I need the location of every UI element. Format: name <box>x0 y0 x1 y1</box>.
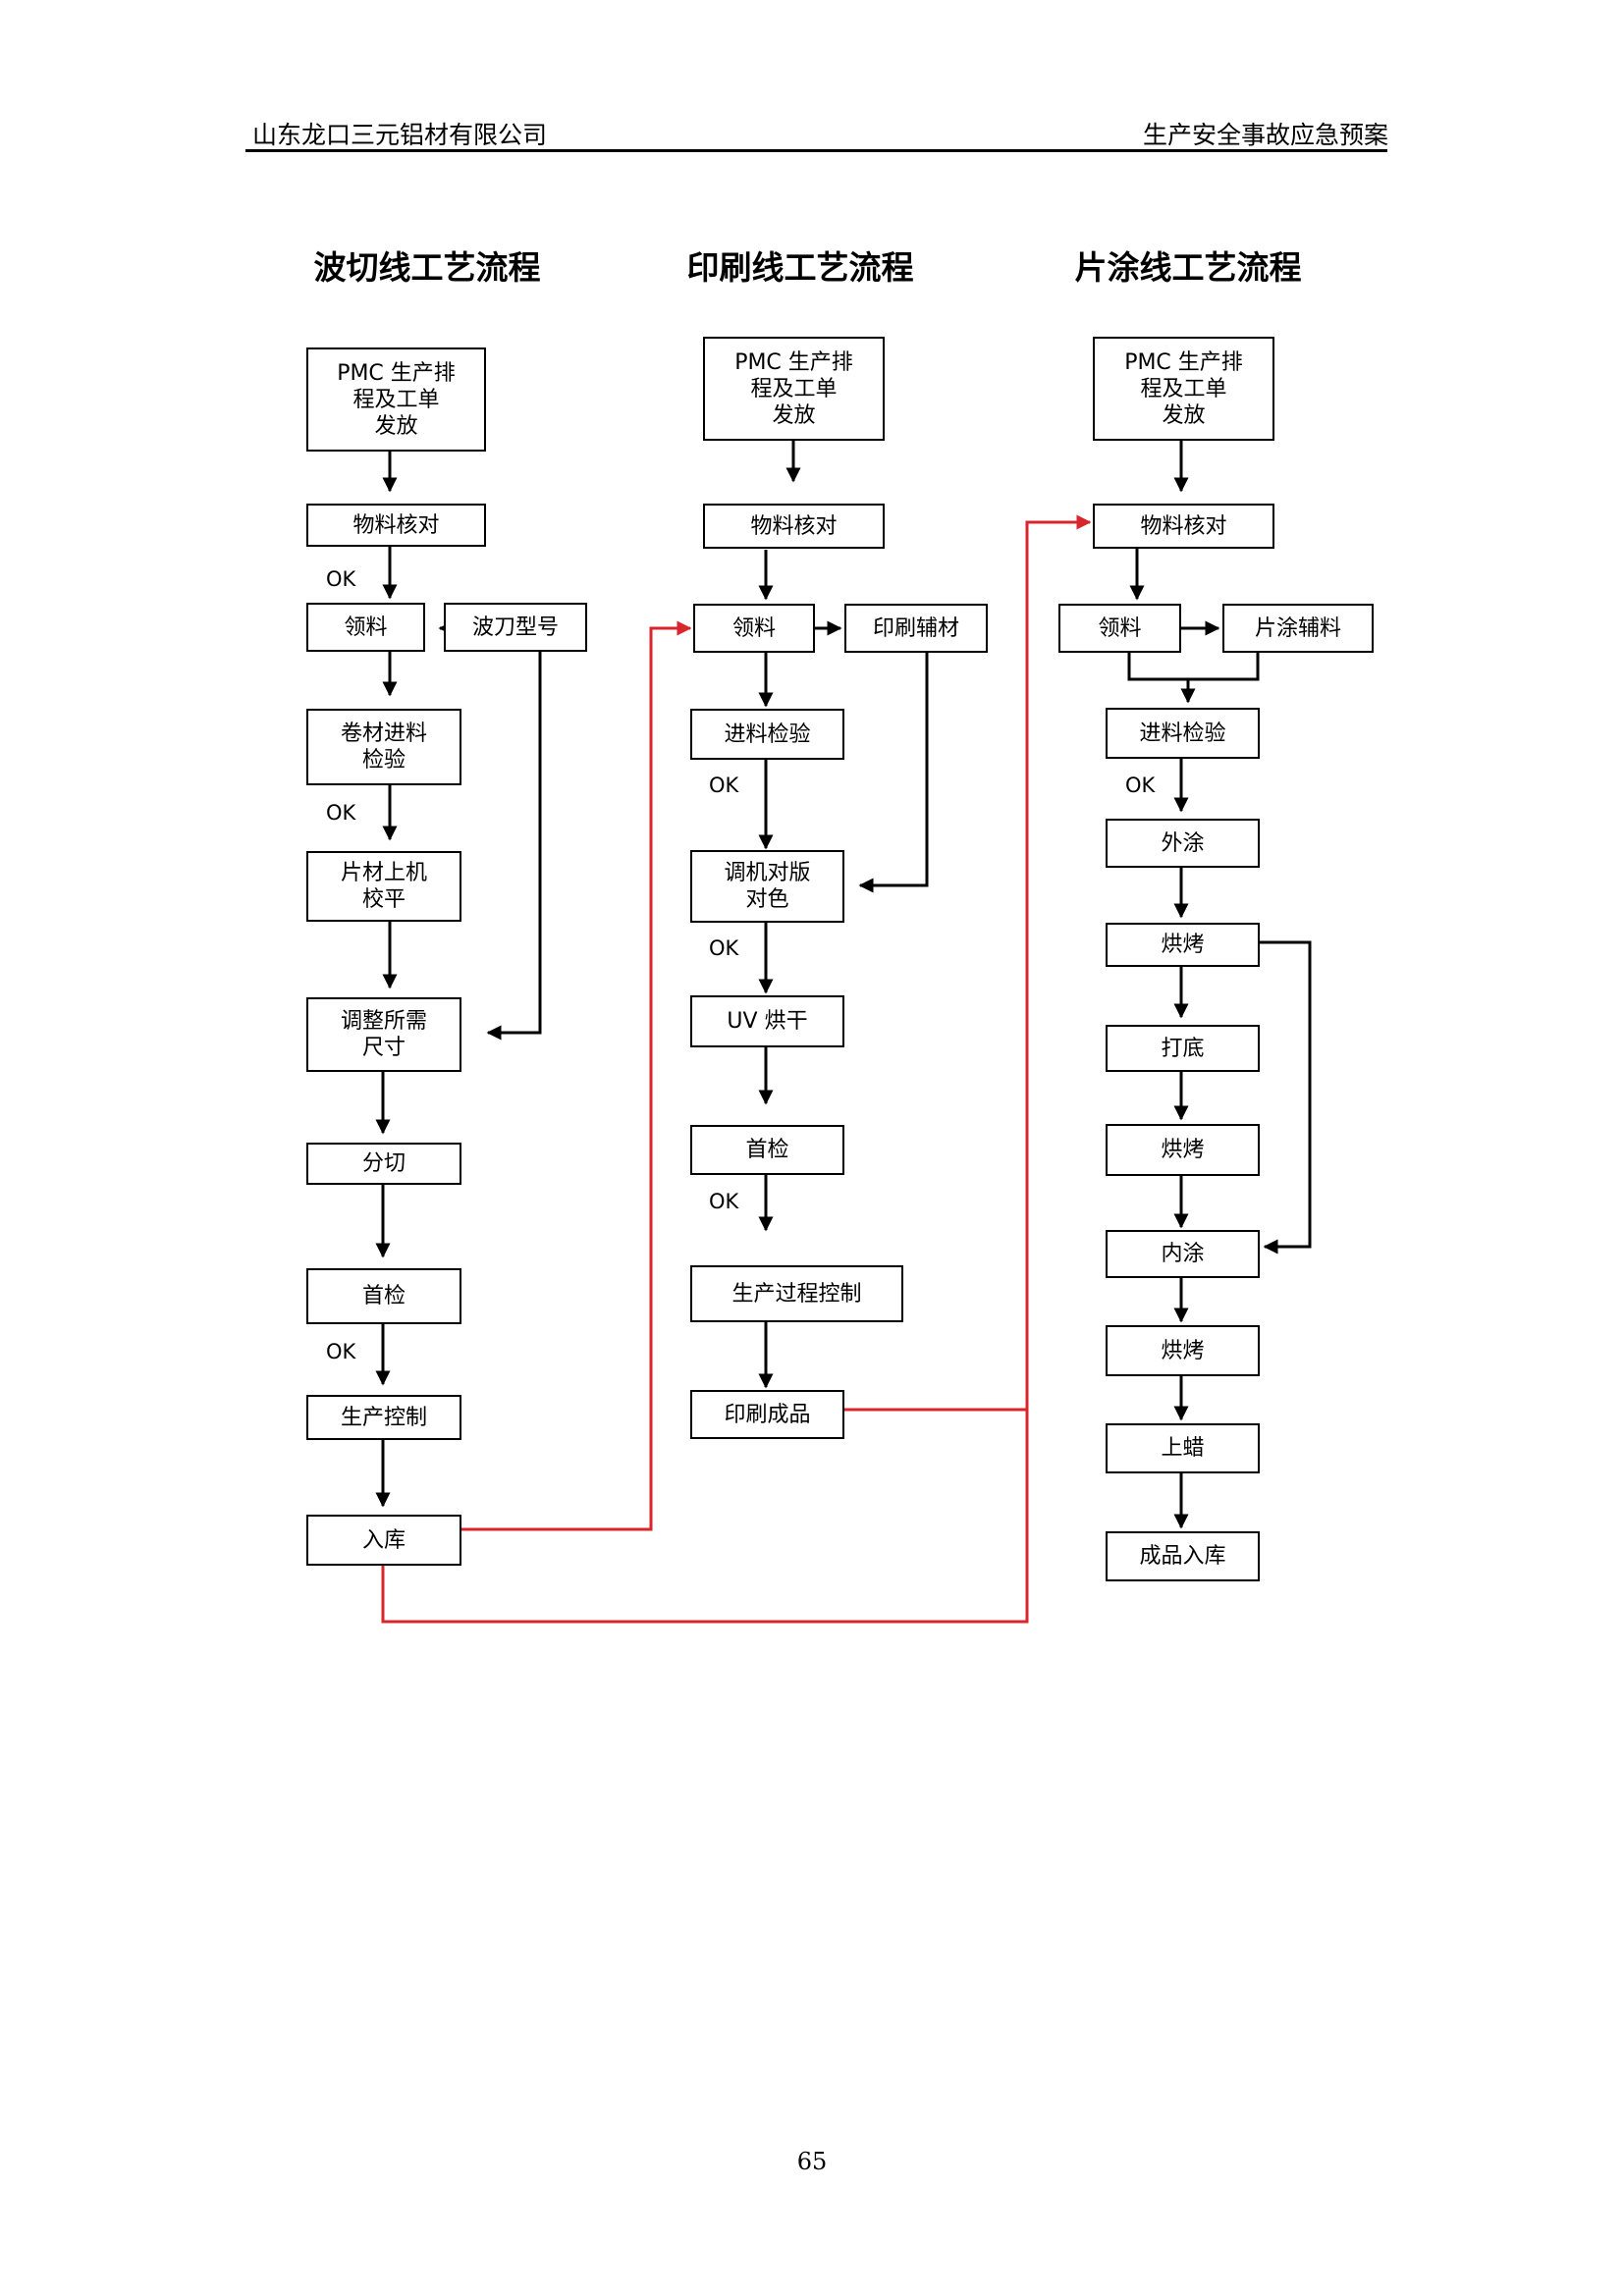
sc-coat-aux-node: 片涂辅料 <box>1222 604 1374 653</box>
pr-first-inspect-node: 首检 <box>690 1125 844 1175</box>
wc-material-check-node: 物料核对 <box>306 504 486 547</box>
ok-label: OK <box>326 1340 356 1363</box>
wc-blade-model-node: 波刀型号 <box>444 603 587 652</box>
wc-warehouse-in-node: 入库 <box>306 1515 461 1566</box>
red-flow-warehouse-to-print <box>461 620 692 1531</box>
red-flow-warehouse-to-coat <box>381 514 1092 1624</box>
sc-pmc-node: PMC 生产排 程及工单 发放 <box>1093 337 1274 441</box>
arrow-pr-aux <box>858 653 929 893</box>
wc-slitting-node: 分切 <box>306 1143 461 1185</box>
ok-label: OK <box>326 567 356 591</box>
ok-label: OK <box>709 1190 739 1213</box>
title-wave-cut: 波切线工艺流程 <box>313 248 541 287</box>
sc-bake-1-node: 烘烤 <box>1106 923 1260 967</box>
ok-label: OK <box>326 801 356 825</box>
sc-wax-node: 上蜡 <box>1106 1423 1260 1473</box>
page-number: 65 <box>796 2148 828 2175</box>
sc-material-check-node: 物料核对 <box>1093 504 1274 549</box>
sc-pick-material-node: 领料 <box>1058 604 1181 653</box>
pr-process-control-node: 生产过程控制 <box>690 1265 903 1322</box>
ok-label: OK <box>709 936 739 960</box>
sc-bake-2-node: 烘烤 <box>1106 1124 1260 1176</box>
pr-machine-adjust-node: 调机对版 对色 <box>690 850 844 923</box>
pr-incoming-inspect-node: 进料检验 <box>690 709 844 760</box>
sc-inner-coat-node: 内涂 <box>1106 1230 1260 1278</box>
pr-material-check-node: 物料核对 <box>703 504 885 549</box>
title-printing: 印刷线工艺流程 <box>686 248 914 287</box>
header-company: 山东龙口三元铝材有限公司 <box>252 121 548 149</box>
sc-finished-in-node: 成品入库 <box>1106 1531 1260 1581</box>
sc-primer-node: 打底 <box>1106 1025 1260 1072</box>
title-sheet-coat: 片涂线工艺流程 <box>1074 248 1302 287</box>
wc-pick-material-node: 领料 <box>306 603 425 652</box>
bracket-sc <box>1127 653 1260 681</box>
pr-pmc-node: PMC 生产排 程及工单 发放 <box>703 337 885 441</box>
header-rule <box>245 149 1387 152</box>
ok-label: OK <box>1125 774 1156 797</box>
wc-first-inspect-node: 首检 <box>306 1268 461 1324</box>
wc-pmc-node: PMC 生产排 程及工单 发放 <box>306 347 486 452</box>
sc-bake-3-node: 烘烤 <box>1106 1325 1260 1376</box>
wc-sheet-level-node: 片材上机 校平 <box>306 851 461 922</box>
wc-coil-inspect-node: 卷材进料 检验 <box>306 709 461 785</box>
wc-production-control-node: 生产控制 <box>306 1395 461 1440</box>
pr-printed-product-node: 印刷成品 <box>690 1390 844 1439</box>
pr-uv-dry-node: UV 烘干 <box>690 995 844 1047</box>
sc-incoming-inspect-node: 进料检验 <box>1106 708 1260 759</box>
wc-adjust-size-node: 调整所需 尺寸 <box>306 997 461 1072</box>
pr-pick-material-node: 领料 <box>693 604 815 653</box>
pr-print-aux-node: 印刷辅材 <box>844 604 988 653</box>
sc-outer-coat-node: 外涂 <box>1106 819 1260 868</box>
arrow-wc-blade <box>486 652 542 1041</box>
ok-label: OK <box>709 774 739 797</box>
arrow-sc-skip <box>1260 940 1312 1255</box>
header-document-title: 生产安全事故应急预案 <box>1142 121 1388 149</box>
